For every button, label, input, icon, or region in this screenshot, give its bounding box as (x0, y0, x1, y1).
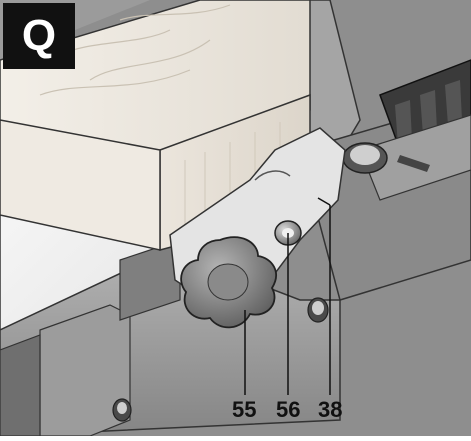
callout-38: 38 (318, 397, 343, 422)
figure-panel-label: Q (3, 3, 75, 69)
callout-55: 55 (232, 397, 257, 422)
star-knob (180, 236, 277, 329)
callout-56: 56 (276, 397, 301, 422)
